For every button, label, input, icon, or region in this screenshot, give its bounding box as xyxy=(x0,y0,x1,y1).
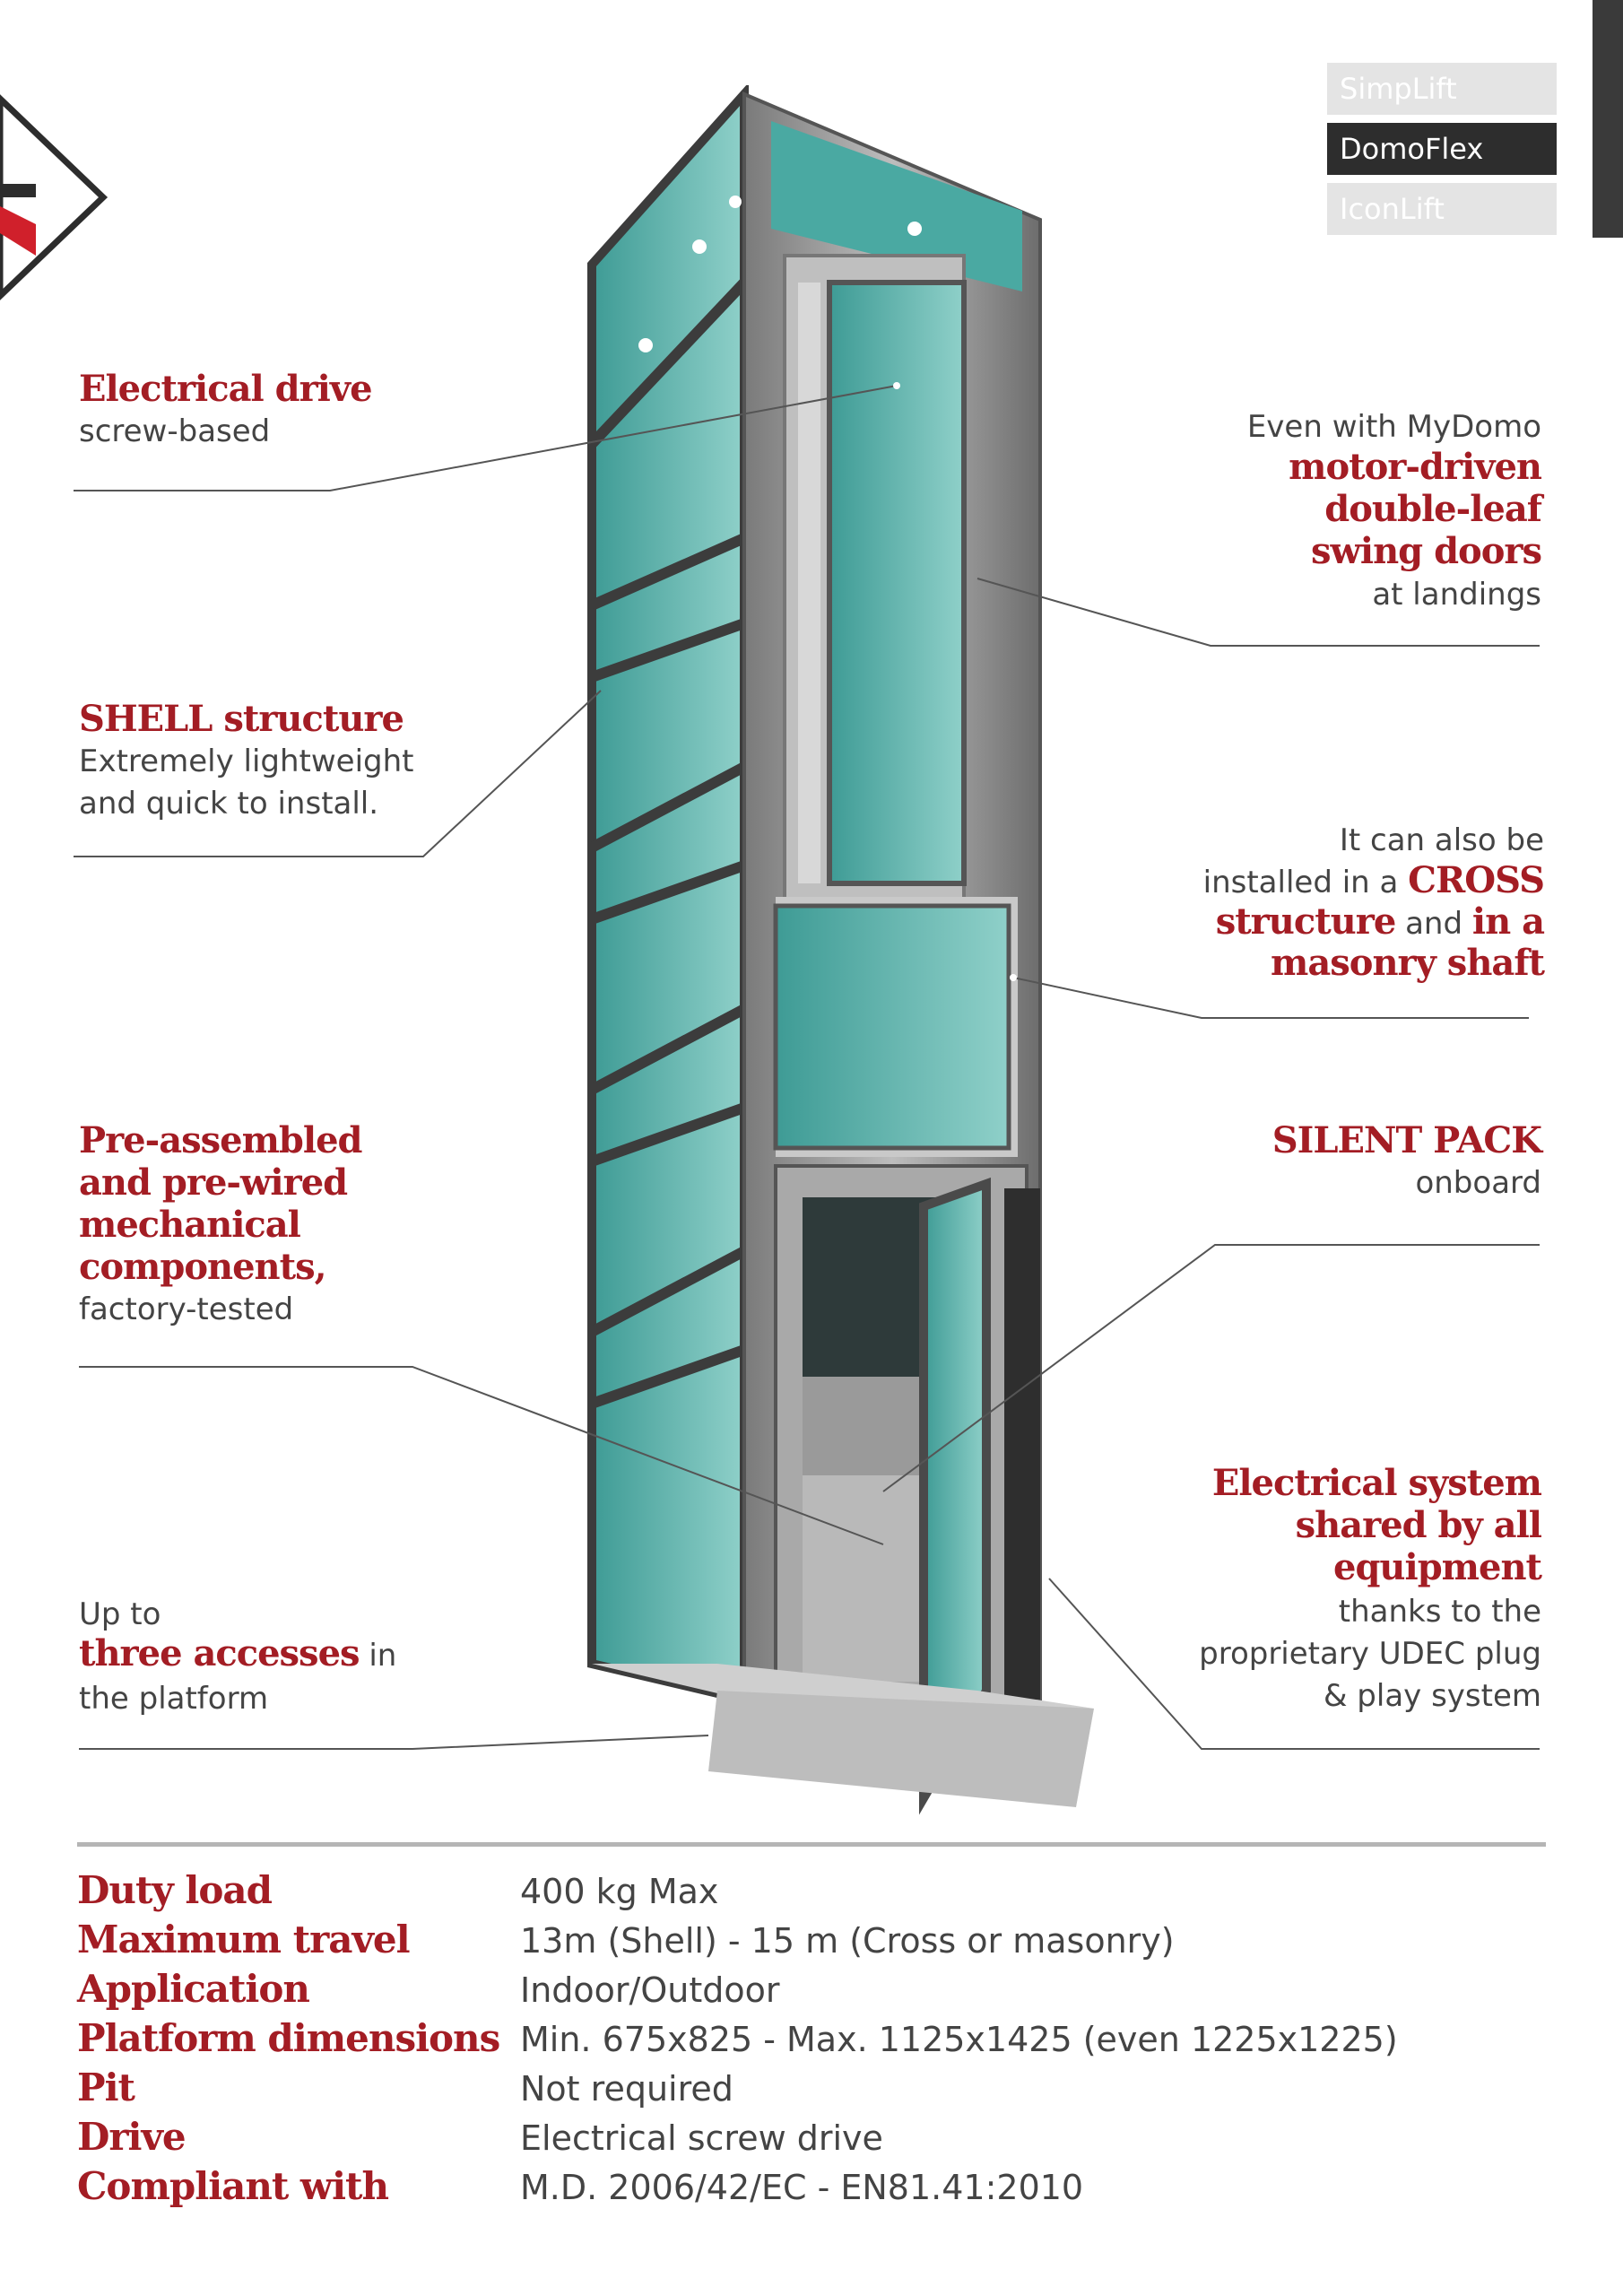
feature-elsys-t1: Electrical system xyxy=(1211,1462,1542,1504)
spec-row: Compliant with M.D. 2006/42/EC - EN81.41… xyxy=(77,2164,1512,2213)
feature-preassembled-t4: components, xyxy=(79,1246,327,1288)
spec-row: Maximum travel 13m (Shell) - 15 m (Cross… xyxy=(77,1918,1512,1967)
spec-value: Electrical screw drive xyxy=(520,2118,883,2158)
feature-cross-l3c: in a xyxy=(1471,900,1545,943)
feature-silent-title: SILENT PACK xyxy=(1271,1119,1542,1161)
spec-label: Duty load xyxy=(77,1868,273,1912)
spec-value: 400 kg Max xyxy=(520,1872,719,1911)
spec-label: Drive xyxy=(77,2115,187,2159)
feature-doors-t1: motor-driven xyxy=(1289,446,1542,488)
feature-preassembled-t3: mechanical xyxy=(79,1204,301,1246)
elevator-illustration xyxy=(587,85,1094,1815)
feature-cross-l3: structure and in a xyxy=(1215,900,1545,945)
feature-shell-sub2: and quick to install. xyxy=(79,786,379,822)
feature-cross-l2a: installed in a xyxy=(1202,865,1409,900)
feature-elsys-s1: thanks to the xyxy=(1338,1594,1541,1630)
feature-accesses-rest: in xyxy=(359,1638,397,1674)
feature-elsys-s3: & play system xyxy=(1323,1678,1541,1714)
spec-value: M.D. 2006/42/EC - EN81.41:2010 xyxy=(520,2168,1084,2207)
feature-doors-t3: swing doors xyxy=(1310,530,1542,572)
spec-label: Application xyxy=(77,1967,310,2011)
spec-row: Duty load 400 kg Max xyxy=(77,1868,1512,1918)
feature-silent-sub: onboard xyxy=(1415,1165,1541,1201)
spec-label: Pit xyxy=(77,2066,135,2109)
callout-lines xyxy=(74,382,1540,1750)
spec-label: Platform dimensions xyxy=(77,2016,500,2060)
feature-electrical-drive-sub: screw-based xyxy=(79,413,271,449)
feature-preassembled-t2: and pre-wired xyxy=(79,1161,348,1204)
feature-accesses-l2: three accesses in xyxy=(79,1632,396,1677)
feature-cross-l4: masonry shaft xyxy=(1271,942,1545,984)
feature-preassembled-t1: Pre-assembled xyxy=(79,1119,363,1161)
spec-label: Maximum travel xyxy=(77,1918,411,1961)
spec-row: Platform dimensions Min. 675x825 - Max. … xyxy=(77,2016,1512,2066)
spec-row: Pit Not required xyxy=(77,2066,1512,2115)
feature-cross-l3a: structure xyxy=(1215,900,1397,943)
feature-cross-l2b: CROSS xyxy=(1408,859,1545,901)
product-iconlift[interactable]: IconLift xyxy=(1327,183,1557,235)
feature-accesses-l1: Up to xyxy=(79,1596,161,1632)
feature-doors-post: at landings xyxy=(1372,577,1541,613)
brand-logo xyxy=(0,94,108,300)
spec-value: Indoor/Outdoor xyxy=(520,1970,780,2010)
feature-shell-title: SHELL structure xyxy=(79,698,404,740)
spec-value: Min. 675x825 - Max. 1125x1425 (even 1225… xyxy=(520,2020,1398,2059)
feature-shell-sub1: Extremely lightweight xyxy=(79,744,414,779)
feature-doors-pre: Even with MyDomo xyxy=(1246,409,1541,445)
feature-accesses-bold: three accesses xyxy=(79,1632,360,1674)
feature-elsys-t2: shared by all xyxy=(1295,1504,1542,1546)
product-domoflex[interactable]: DomoFlex xyxy=(1327,123,1557,175)
spec-divider xyxy=(77,1842,1546,1847)
product-simplift[interactable]: SimpLift xyxy=(1327,63,1557,115)
spec-row: Drive Electrical screw drive xyxy=(77,2115,1512,2164)
feature-accesses-l3: the platform xyxy=(79,1681,269,1717)
feature-cross-l3b: and xyxy=(1395,906,1472,942)
feature-doors-t2: double-leaf xyxy=(1324,488,1542,530)
feature-elsys-s2: proprietary UDEC plug xyxy=(1199,1636,1541,1672)
feature-electrical-drive-title: Electrical drive xyxy=(79,368,373,410)
page-tab xyxy=(1593,0,1623,238)
spec-value: Not required xyxy=(520,2069,733,2109)
spec-label: Compliant with xyxy=(77,2164,389,2208)
feature-cross-l2: installed in a CROSS xyxy=(1202,859,1545,904)
spec-value: 13m (Shell) - 15 m (Cross or masonry) xyxy=(520,1921,1175,1961)
feature-elsys-t3: equipment xyxy=(1333,1546,1542,1588)
feature-cross-l1: It can also be xyxy=(1339,822,1544,858)
feature-preassembled-sub: factory-tested xyxy=(79,1292,294,1327)
spec-row: Application Indoor/Outdoor xyxy=(77,1967,1512,2016)
